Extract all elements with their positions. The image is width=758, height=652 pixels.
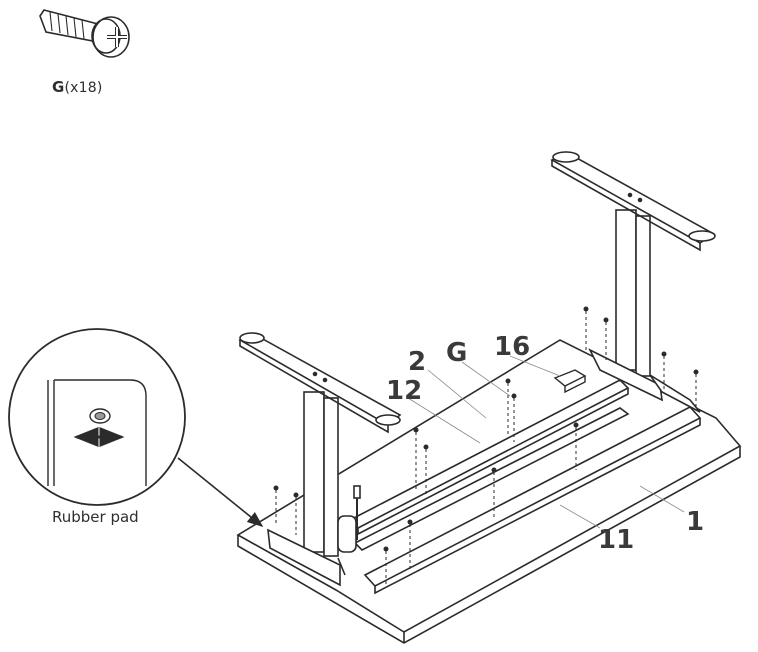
- callout-part-11: 11: [598, 525, 635, 555]
- hardware-label: G(x18): [52, 78, 103, 96]
- screw-icon: [39, 9, 130, 58]
- rubber-pad-caption: Rubber pad: [52, 508, 139, 526]
- leader-lines: [407, 355, 685, 529]
- frame-rails: [348, 379, 702, 595]
- callout-part-2: 2: [408, 347, 427, 377]
- screw-markers: [273, 306, 699, 585]
- callout-part-1: 1: [686, 507, 705, 537]
- left-foot: [238, 332, 402, 434]
- callout-part-g: G: [446, 338, 468, 368]
- callout-part-12: 12: [386, 376, 423, 406]
- right-leg: [588, 209, 701, 413]
- right-foot: [550, 151, 716, 252]
- rubber-pad-detail: [8, 328, 186, 506]
- part-quantity: (x18): [64, 80, 103, 96]
- detail-pointer-arrow: [177, 457, 264, 528]
- callout-part-16: 16: [494, 332, 531, 362]
- control-box: [553, 369, 587, 394]
- part-letter: G: [52, 78, 65, 96]
